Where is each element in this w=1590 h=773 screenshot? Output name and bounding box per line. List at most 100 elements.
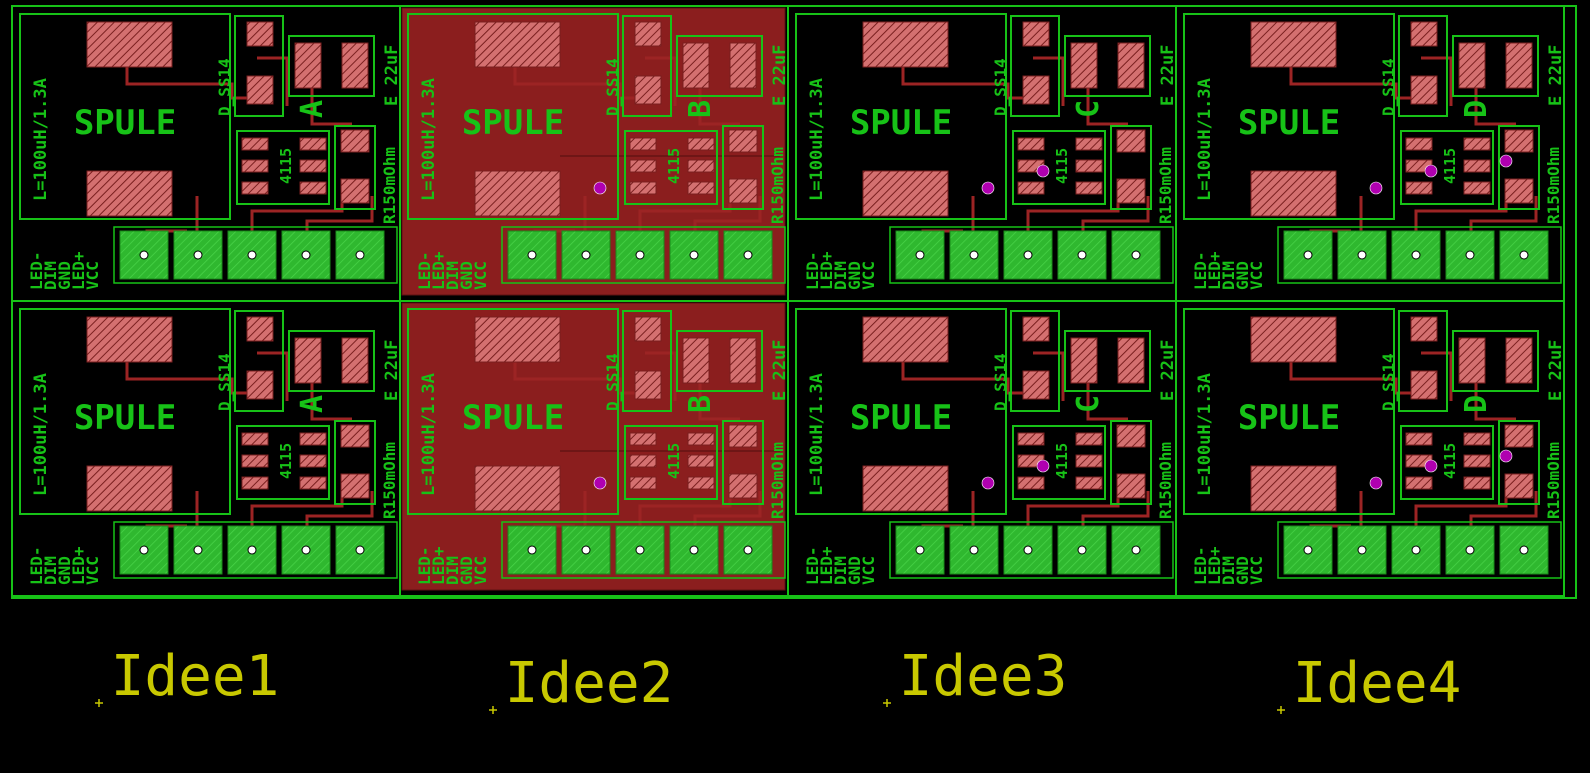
ic-pad[interactable] (1463, 454, 1491, 468)
diode-pad[interactable] (1022, 370, 1050, 400)
ic-pad[interactable] (1405, 432, 1433, 446)
ic-pad[interactable] (629, 159, 657, 173)
ic-pad[interactable] (299, 432, 327, 446)
ic-pad[interactable] (629, 476, 657, 490)
diode-pad[interactable] (246, 75, 274, 105)
diode-pad[interactable] (634, 316, 662, 342)
resistor-pad[interactable] (1504, 178, 1534, 204)
ic-pad[interactable] (629, 137, 657, 151)
coil-pad-bottom[interactable] (1250, 170, 1337, 217)
ic-pad[interactable] (1463, 159, 1491, 173)
ic-pad[interactable] (1017, 137, 1045, 151)
ic-pad[interactable] (241, 181, 269, 195)
coil-pad-bottom[interactable] (1250, 465, 1337, 512)
ic-pad[interactable] (629, 181, 657, 195)
resistor-pad[interactable] (340, 473, 370, 499)
resistor-pad[interactable] (1504, 473, 1534, 499)
connector-pad[interactable] (1111, 230, 1161, 280)
ic-pad[interactable] (1075, 476, 1103, 490)
ic-pad[interactable] (299, 159, 327, 173)
ic-pad[interactable] (1075, 137, 1103, 151)
ic-pad[interactable] (687, 476, 715, 490)
resistor-pad[interactable] (340, 129, 370, 153)
resistor-pad[interactable] (728, 473, 758, 499)
capacitor-pad[interactable] (682, 42, 710, 89)
resistor-pad[interactable] (728, 129, 758, 153)
diode-pad[interactable] (634, 75, 662, 105)
ic-pad[interactable] (1405, 181, 1433, 195)
ic-pad[interactable] (299, 476, 327, 490)
ic-pad[interactable] (241, 137, 269, 151)
resistor-pad[interactable] (728, 178, 758, 204)
coil-pad-bottom[interactable] (862, 465, 949, 512)
capacitor-pad[interactable] (1117, 337, 1145, 384)
coil-pad-top[interactable] (1250, 21, 1337, 68)
capacitor-pad[interactable] (1505, 337, 1533, 384)
ic-pad[interactable] (1405, 137, 1433, 151)
ic-pad[interactable] (1463, 476, 1491, 490)
ic-pad[interactable] (1463, 181, 1491, 195)
capacitor-pad[interactable] (341, 337, 369, 384)
ic-pad[interactable] (241, 454, 269, 468)
resistor-pad[interactable] (1116, 473, 1146, 499)
resistor-pad[interactable] (340, 178, 370, 204)
capacitor-pad[interactable] (1505, 42, 1533, 89)
resistor-pad[interactable] (1504, 424, 1534, 448)
capacitor-pad[interactable] (294, 337, 322, 384)
ic-pad[interactable] (1075, 159, 1103, 173)
capacitor-pad[interactable] (1117, 42, 1145, 89)
coil-pad-top[interactable] (474, 21, 561, 68)
coil-pad-bottom[interactable] (86, 465, 173, 512)
ic-pad[interactable] (687, 137, 715, 151)
diode-pad[interactable] (1022, 75, 1050, 105)
diode-pad[interactable] (634, 370, 662, 400)
ic-pad[interactable] (1405, 476, 1433, 490)
diode-pad[interactable] (246, 370, 274, 400)
diode-pad[interactable] (1022, 316, 1050, 342)
capacitor-pad[interactable] (294, 42, 322, 89)
diode-pad[interactable] (1410, 370, 1438, 400)
ic-pad[interactable] (1075, 181, 1103, 195)
capacitor-pad[interactable] (1458, 337, 1486, 384)
coil-pad-bottom[interactable] (474, 170, 561, 217)
ic-pad[interactable] (687, 432, 715, 446)
ic-pad[interactable] (1463, 137, 1491, 151)
coil-pad-top[interactable] (86, 21, 173, 68)
capacitor-pad[interactable] (729, 42, 757, 89)
coil-pad-top[interactable] (862, 316, 949, 363)
diode-pad[interactable] (246, 21, 274, 47)
ic-pad[interactable] (687, 159, 715, 173)
resistor-pad[interactable] (728, 424, 758, 448)
ic-pad[interactable] (241, 159, 269, 173)
capacitor-pad[interactable] (729, 337, 757, 384)
capacitor-pad[interactable] (1458, 42, 1486, 89)
diode-pad[interactable] (634, 21, 662, 47)
diode-pad[interactable] (246, 316, 274, 342)
ic-pad[interactable] (299, 181, 327, 195)
diode-pad[interactable] (1022, 21, 1050, 47)
ic-pad[interactable] (687, 454, 715, 468)
coil-pad-top[interactable] (474, 316, 561, 363)
coil-pad-top[interactable] (1250, 316, 1337, 363)
ic-pad[interactable] (1017, 476, 1045, 490)
ic-pad[interactable] (629, 454, 657, 468)
resistor-pad[interactable] (1116, 424, 1146, 448)
resistor-pad[interactable] (1504, 129, 1534, 153)
ic-pad[interactable] (687, 181, 715, 195)
ic-pad[interactable] (1075, 454, 1103, 468)
resistor-pad[interactable] (340, 424, 370, 448)
ic-pad[interactable] (1075, 432, 1103, 446)
connector-pad[interactable] (1337, 525, 1387, 575)
coil-pad-bottom[interactable] (474, 465, 561, 512)
diode-pad[interactable] (1410, 75, 1438, 105)
capacitor-pad[interactable] (1070, 337, 1098, 384)
diode-pad[interactable] (1410, 316, 1438, 342)
capacitor-pad[interactable] (682, 337, 710, 384)
ic-pad[interactable] (1463, 432, 1491, 446)
